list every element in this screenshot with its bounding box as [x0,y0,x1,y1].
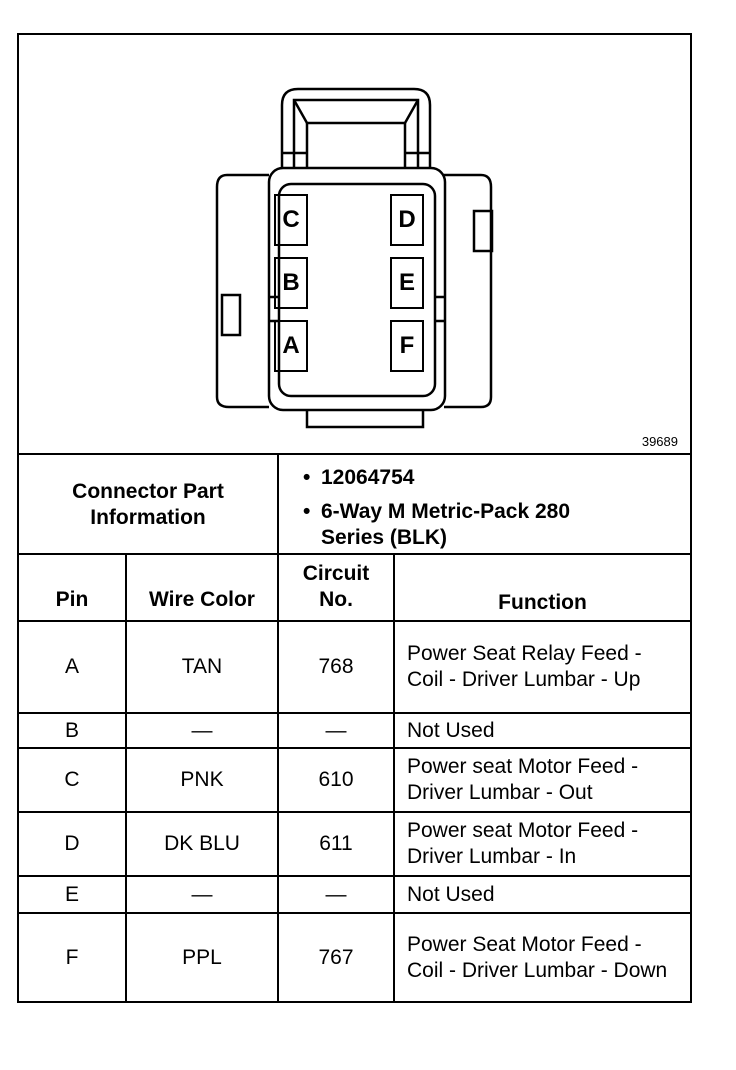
wire-color: DK BLU [164,832,240,855]
function: Power seat Motor Feed - Driver Lumbar - … [407,819,639,868]
cavity-label-f: F [399,332,415,359]
figure-number: 39689 [641,434,678,449]
pin: F [65,945,79,969]
connector-info-label: Connector Part Information [72,480,224,529]
cavity-label-b: B [282,269,300,296]
wire-color: TAN [181,655,223,678]
header-function: Function [498,591,587,614]
wire-color: PPL [182,945,222,969]
pin: B [64,718,79,742]
function: Power seat Motor Feed - Driver Lumbar - … [407,755,639,804]
pin: C [64,768,80,791]
part-number: 12064754 [299,465,581,491]
wire-color: — [191,718,213,742]
circuit-number: 768 [318,655,354,678]
connector-diagram: C B A D E F 39689 [19,35,690,455]
function: Power Seat Motor Feed - Coil - Driver Lu… [407,932,668,982]
cavity-label-e: E [398,269,415,296]
connector-description: 6-Way M Metric-Pack 280 Series (BLK) [299,499,581,551]
function: Power Seat Relay Feed - Coil - Driver Lu… [407,642,642,691]
circuit-number: 610 [318,768,354,791]
header-wire-color: Wire Color [149,588,255,611]
circuit-number: 767 [318,945,354,969]
function: Not Used [407,882,495,906]
connector-info-list: 12064754 6-Way M Metric-Pack 280 Series … [299,465,581,551]
pin: D [64,832,80,855]
function: Not Used [407,718,495,742]
pin: A [64,655,79,678]
header-circuit-no: Circuit No. [302,562,370,611]
circuit-number: — [325,718,347,742]
wire-color: — [191,882,213,906]
connector-document: C B A D E F 39689 Connector Part Informa… [17,33,692,1003]
header-pin: Pin [55,588,89,611]
cavity-label-d: D [398,206,416,233]
pin: E [64,882,79,906]
wire-color: PNK [180,768,224,791]
circuit-number: 611 [319,832,353,855]
cavity-label-a: A [282,332,300,359]
cavity-label-c: C [282,206,300,233]
connector-drawing [215,87,494,429]
circuit-number: — [325,882,347,906]
